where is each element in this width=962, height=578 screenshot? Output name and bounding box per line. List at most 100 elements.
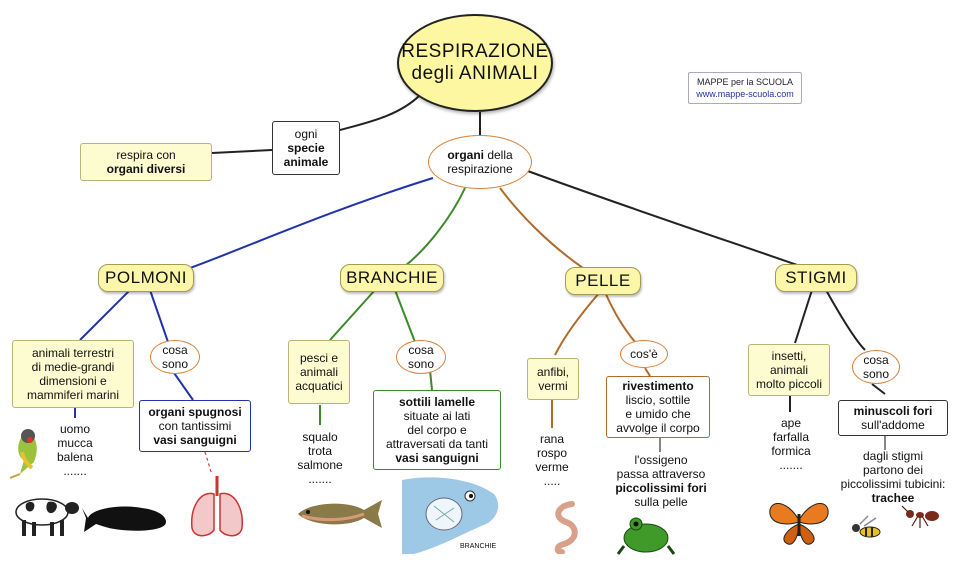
link-organi-polmoni (189, 177, 434, 269)
stigmi-note-line2: partono dei (862, 462, 924, 477)
ogni-line2: specie (287, 140, 325, 155)
branchie-ex-1: squalo (302, 429, 338, 444)
stigmi-cosa-line2: sono (862, 367, 890, 381)
stigmi-cosa-line1: cosa (863, 352, 889, 367)
pelle-ex-4: ..... (543, 474, 561, 489)
polmoni-cosa-line2: sono (161, 357, 189, 371)
branchie-def-line1: sottili lamelle (398, 394, 476, 409)
branchie-def-line5: vasi sanguigni (395, 451, 479, 466)
stigmi-who-line1: insetti, (771, 348, 807, 363)
reference-url[interactable]: www.mappe-scuola.com (696, 89, 794, 99)
fish-gills-illustration: BRANCHIE (402, 477, 499, 554)
stigmi-ex-2: farfalla (772, 429, 810, 444)
pelle-def-line4: avvolge il corpo (616, 421, 700, 436)
branchie-cosa-line1: cosa (408, 342, 434, 357)
link-stigmi-who (794, 289, 813, 344)
pelle-def-line2: liscio, sottile (625, 392, 691, 407)
pelle-def-line1: rivestimento (622, 378, 694, 393)
branchie-who-line2: animali (299, 364, 338, 379)
pelle-who-line2: vermi (538, 379, 568, 393)
branchie-def-line4: attraversati da tanti (385, 437, 489, 452)
branchie-def-box: sottili lamelle situate ai lati del corp… (373, 390, 501, 470)
polmoni-cosa-line1: cosa (162, 342, 188, 357)
title-line2: degli ANIMALI (411, 63, 539, 84)
category-branchie: BRANCHIE (340, 264, 444, 292)
stigmi-ex-3: formica (771, 444, 811, 458)
stigmi-ex-4: ....... (779, 458, 803, 473)
wasp-illustration (852, 515, 881, 538)
respira-line1: respira con (116, 147, 176, 162)
link-vessels (204, 451, 213, 476)
pelle-ex-2: rospo (536, 445, 568, 460)
category-pelle: PELLE (565, 267, 641, 295)
polmoni-cosa-oval: cosa sono (150, 340, 200, 374)
organi-rest: della (483, 147, 513, 162)
link-polmoni-who (79, 289, 131, 341)
reference-line1: MAPPE per la SCUOLA (696, 76, 794, 87)
pelle-ex-3: verme (535, 460, 569, 474)
link-organi-stigmi (524, 169, 801, 267)
polmoni-ex-3: balena (56, 450, 94, 464)
cow-illustration (15, 498, 79, 536)
title-ellipse: RESPIRAZIONE degli ANIMALI (397, 14, 553, 112)
worm-illustration (554, 501, 578, 554)
stigmi-def-line1: minuscoli fori (853, 403, 933, 418)
branchie-def-line3: del corpo e (407, 422, 467, 437)
link-title-ogni (339, 94, 421, 131)
link-stigmi-cosa (825, 289, 866, 351)
polmoni-who-line1: animali terrestri (31, 345, 115, 360)
link-pelle-cosa (604, 291, 636, 343)
ogni-specie-box: ogni specie animale (272, 121, 340, 175)
polmoni-who-box: animali terrestri di medie-grandi dimens… (12, 340, 134, 408)
branchie-cosa-line2: sono (407, 357, 435, 371)
frog-illustration (616, 517, 676, 555)
ogni-line3: animale (283, 155, 329, 170)
pelle-cosa-oval: cos'è (620, 340, 668, 368)
link-branchie-who (329, 289, 376, 341)
stigmi-examples: ape farfalla formica ....... (762, 414, 820, 474)
link-branchie-cosa-def (429, 369, 433, 391)
link-organi-branchie (404, 187, 466, 267)
stigmi-who-line2: animali (769, 362, 808, 377)
polmoni-who-line4: mammiferi marini (26, 388, 119, 403)
respira-line2: organi diversi (106, 162, 186, 176)
pelle-who-box: anfibi, vermi (527, 358, 579, 400)
stigmi-def-box: minuscoli fori sull'addome (838, 400, 948, 436)
polmoni-ex-4: ....... (63, 464, 87, 479)
pelle-note-line4: sulla pelle (634, 495, 688, 510)
respira-box: respira con organi diversi (80, 143, 212, 181)
pelle-note-line1: l'ossigeno (634, 452, 688, 467)
stigmi-ex-1: ape (780, 415, 802, 430)
stigmi-note-line4: trachee (871, 491, 915, 506)
polmoni-def-line1: organi spugnosi (148, 404, 242, 419)
butterfly-illustration (769, 503, 829, 545)
branchie-who-line3: acquatici (295, 379, 343, 394)
organi-line2: respirazione (447, 162, 513, 176)
branchie-ex-4: ....... (308, 472, 332, 487)
stigmi-note-line1: dagli stigmi (862, 448, 924, 463)
link-stigmi-cosa-def (871, 383, 886, 395)
stigmi-def-line2: sull'addome (861, 418, 925, 432)
lungs-illustration (191, 476, 243, 537)
organi-bold: organi (447, 147, 484, 162)
pelle-who-line1: anfibi, (536, 364, 570, 379)
trout-illustration (298, 500, 382, 528)
organi-oval: organi della respirazione (428, 135, 532, 189)
polmoni-who-line2: di medie-grandi (31, 359, 115, 374)
stigmi-note: dagli stigmi partono dei piccolissimi tu… (826, 448, 960, 506)
stigmi-who-box: insetti, animali molto piccoli (748, 344, 830, 396)
bird-illustration (9, 429, 37, 479)
polmoni-ex-1: uomo (59, 421, 91, 436)
branchie-image-label: BRANCHIE (460, 543, 497, 550)
stigmi-who-line3: molto piccoli (755, 377, 823, 392)
polmoni-examples: uomo mucca balena ....... (45, 420, 105, 480)
category-polmoni: POLMONI (98, 264, 194, 292)
link-branchie-cosa (394, 289, 416, 343)
title-line1: RESPIRAZIONE (401, 40, 549, 62)
pelle-examples: rana rospo verme ..... (526, 430, 578, 490)
link-ogni-respira (211, 149, 273, 154)
link-organi-pelle (499, 187, 584, 269)
pelle-cosa-line1: cos'è (630, 346, 658, 361)
link-pelle-cosa-def (644, 367, 651, 377)
pelle-note-line2: passa attraverso (616, 466, 706, 481)
